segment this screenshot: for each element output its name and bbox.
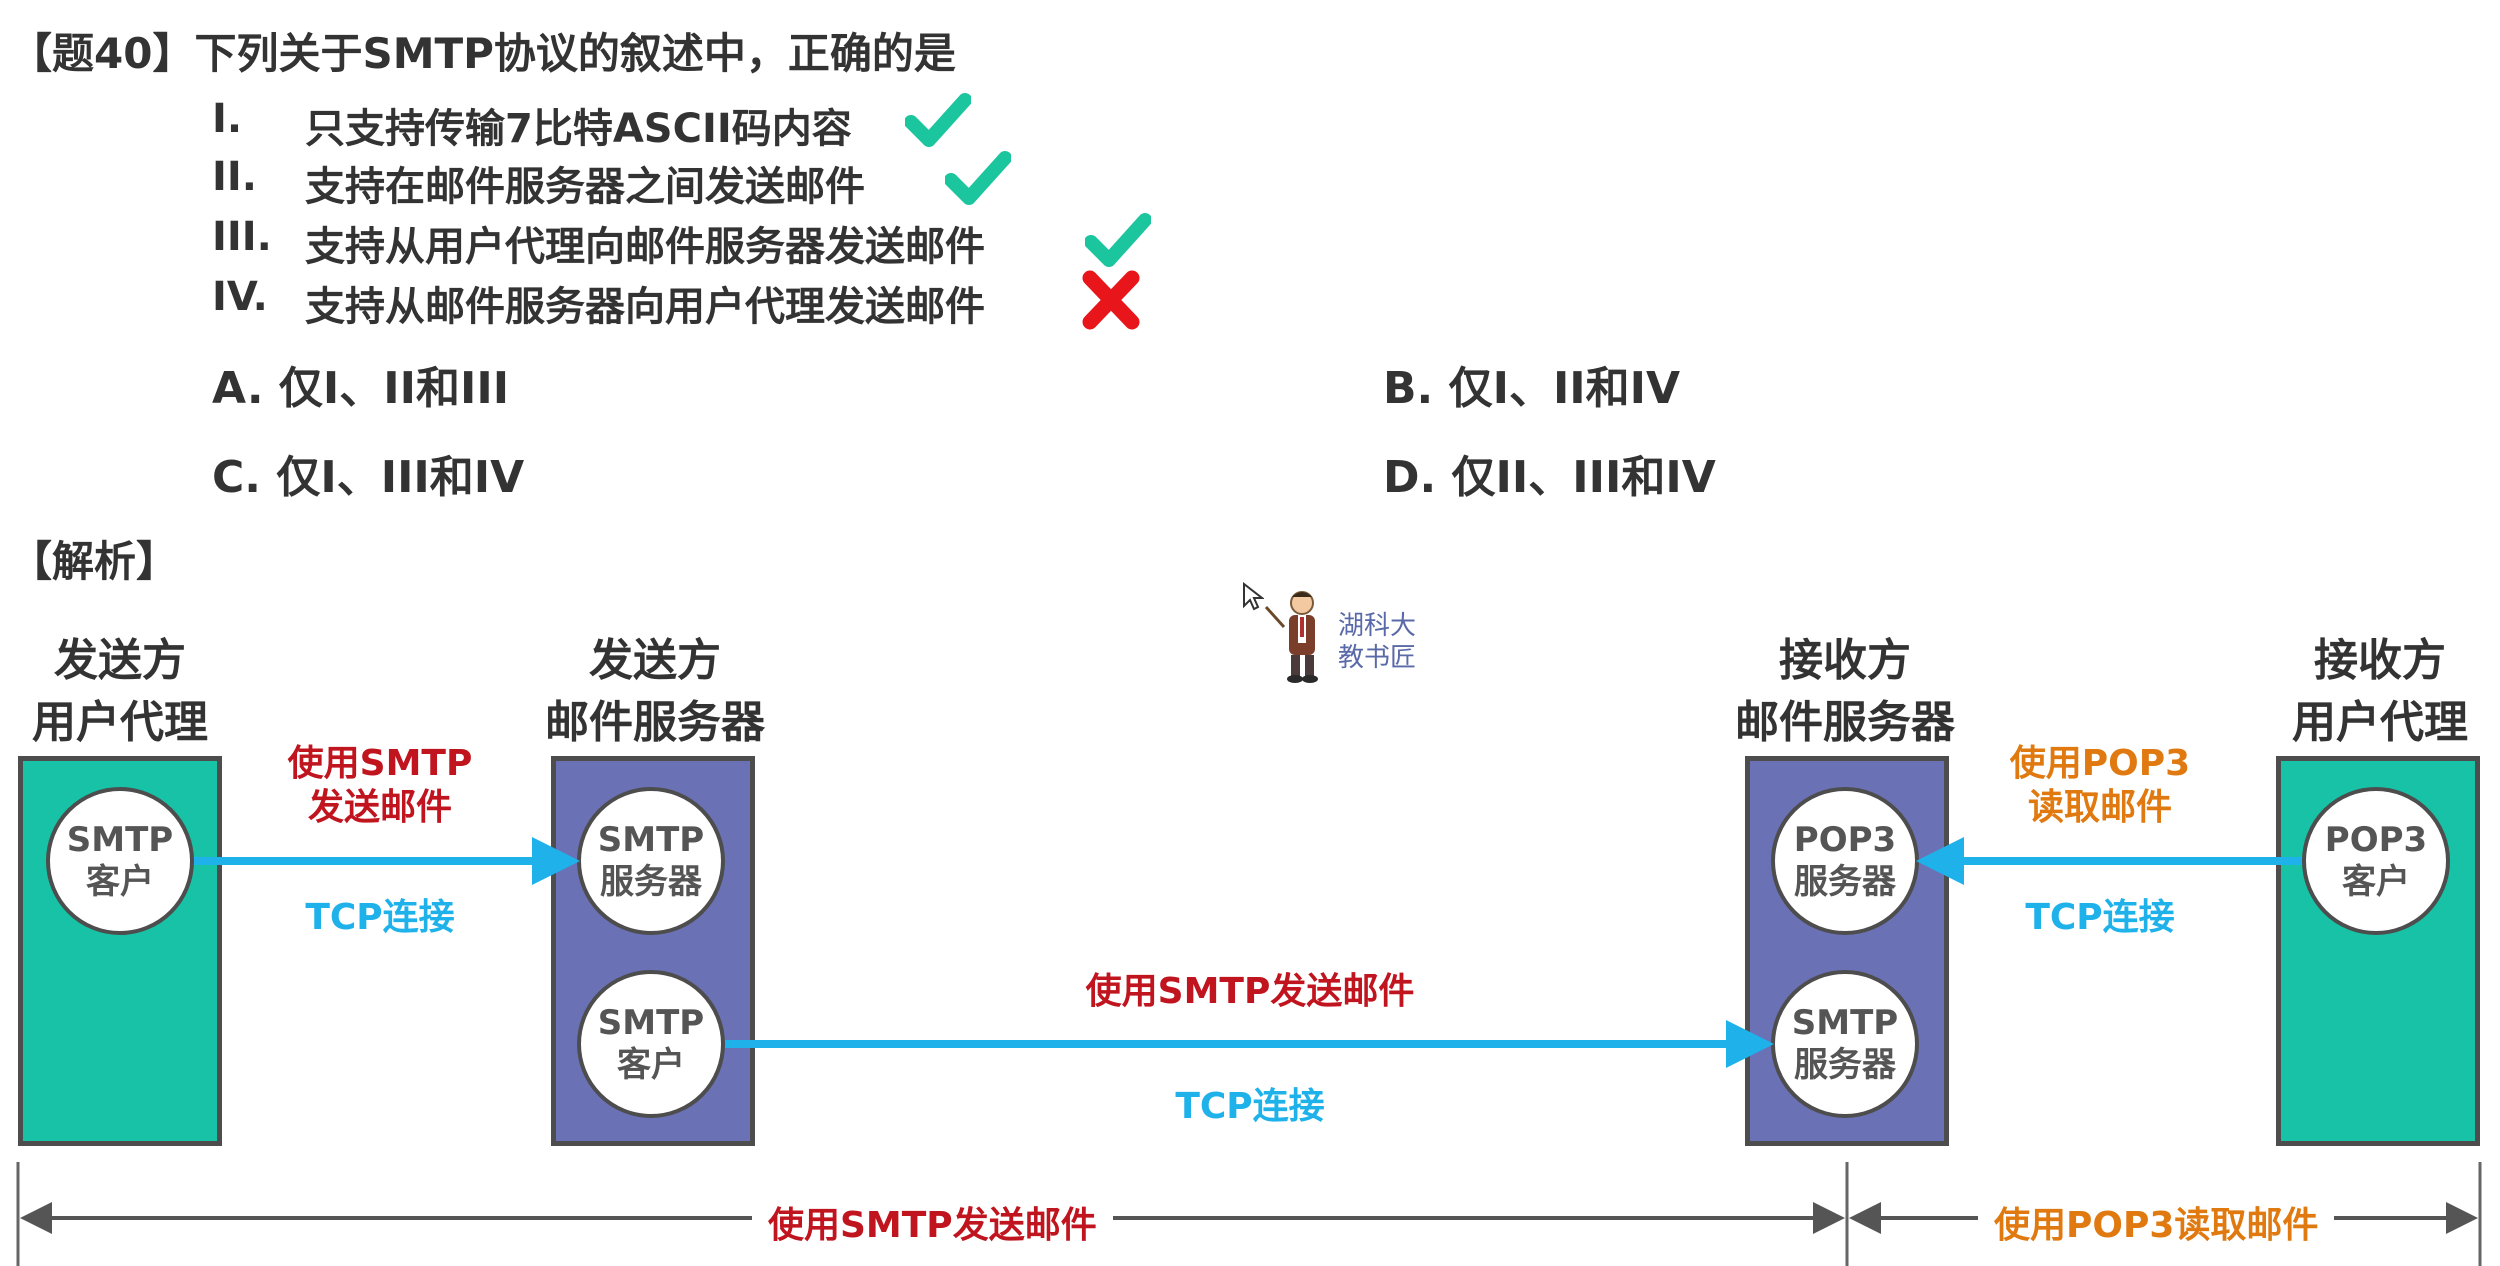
receiver-agent-label-line2: 用户代理 [2292, 697, 2468, 748]
option-b[interactable]: B. 仅I、II和IV [1383, 363, 1681, 414]
sender-server-label: 发送方 邮件服务器 [530, 630, 780, 754]
pop3-client-circle: POP3 客户 [2302, 787, 2450, 935]
pop3-client-line1: POP3 [2324, 820, 2428, 860]
smtp-client-server-line1: SMTP [597, 1003, 705, 1043]
smtp-client-server-line2: 客户 [617, 1045, 685, 1085]
statement-2-number: II. [212, 154, 257, 200]
statement-1-number: I. [212, 96, 243, 142]
smtp-client-line1: SMTP [66, 820, 174, 860]
span-smtp-label: 使用SMTP发送邮件 [752, 1196, 1113, 1248]
receiver-agent-label: 接收方 用户代理 [2270, 630, 2490, 754]
pop3-server-line2: 服务器 [1794, 862, 1896, 902]
middle-link-protocol: 使用SMTP发送邮件 [1085, 971, 1415, 1012]
option-d[interactable]: D. 仅II、III和IV [1383, 452, 1716, 503]
check-icon [905, 93, 971, 147]
span-pop3-label: 使用POP3读取邮件 [1978, 1196, 2335, 1248]
statement-4-text: 支持从邮件服务器向用户代理发送邮件 [305, 284, 985, 330]
option-c[interactable]: C. 仅I、III和IV [212, 452, 525, 503]
sender-agent-label-line2: 用户代理 [32, 697, 208, 748]
analysis-heading: 【解析】 [10, 537, 179, 586]
right-link-protocol-line1: 使用POP3 [2009, 743, 2191, 784]
pop3-server-circle: POP3 服务器 [1771, 787, 1919, 935]
smtp-server-receiver-line2: 服务器 [1794, 1045, 1896, 1085]
smtp-client-circle: SMTP 客户 [46, 787, 194, 935]
receiver-server-label-line1: 接收方 [1779, 635, 1911, 686]
option-a[interactable]: A. 仅I、II和III [212, 363, 510, 414]
sender-agent-label: 发送方 用户代理 [10, 630, 230, 754]
smtp-server-receiver-line1: SMTP [1791, 1003, 1899, 1043]
statement-3-text: 支持从用户代理向邮件服务器发送邮件 [305, 224, 985, 270]
receiver-server-label: 接收方 邮件服务器 [1720, 630, 1970, 754]
left-link-protocol-line1: 使用SMTP [287, 743, 473, 784]
check-icon [1085, 213, 1151, 267]
sender-server-label-line2: 邮件服务器 [545, 697, 765, 748]
left-link-tcp: TCP连接 [305, 897, 455, 938]
watermark-line2: 教书匠 [1338, 643, 1417, 673]
left-link-protocol: 使用SMTP 发送邮件 [260, 742, 500, 830]
cursor-icon [1243, 582, 1264, 611]
question-title: 【题40】下列关于SMTP协议的叙述中，正确的是 [10, 29, 956, 78]
cross-icon [1082, 270, 1140, 330]
sender-server-label-line1: 发送方 [589, 635, 721, 686]
pop3-server-line1: POP3 [1793, 820, 1897, 860]
statement-2-text: 支持在邮件服务器之间发送邮件 [305, 164, 865, 210]
smtp-server-line1: SMTP [597, 820, 705, 860]
sender-agent-label-line1: 发送方 [54, 635, 186, 686]
receiver-agent-label-line1: 接收方 [2314, 635, 2446, 686]
statement-4-number: IV. [212, 274, 268, 320]
smtp-server-line2: 服务器 [600, 862, 702, 902]
smtp-server-circle-receiver: SMTP 服务器 [1771, 970, 1919, 1118]
statement-3-number: III. [212, 214, 272, 260]
smtp-client-line2: 客户 [86, 862, 154, 902]
left-link-protocol-line2: 发送邮件 [307, 787, 452, 828]
statement-1-text: 只支持传输7比特ASCII码内容 [305, 106, 852, 152]
smtp-client-circle-server: SMTP 客户 [577, 970, 725, 1118]
right-link-protocol-line2: 读取邮件 [2027, 787, 2172, 828]
right-link-tcp: TCP连接 [2025, 897, 2175, 938]
watermark-line1: 湖科大 [1338, 611, 1417, 641]
receiver-server-label-line2: 邮件服务器 [1735, 697, 1955, 748]
check-icon [945, 151, 1011, 205]
middle-link-tcp: TCP连接 [1175, 1086, 1325, 1127]
mascot-icon [1264, 591, 1318, 683]
watermark: 湖科大 教书匠 [1338, 610, 1416, 674]
right-link-protocol: 使用POP3 读取邮件 [1980, 742, 2220, 830]
pop3-client-line2: 客户 [2342, 862, 2410, 902]
